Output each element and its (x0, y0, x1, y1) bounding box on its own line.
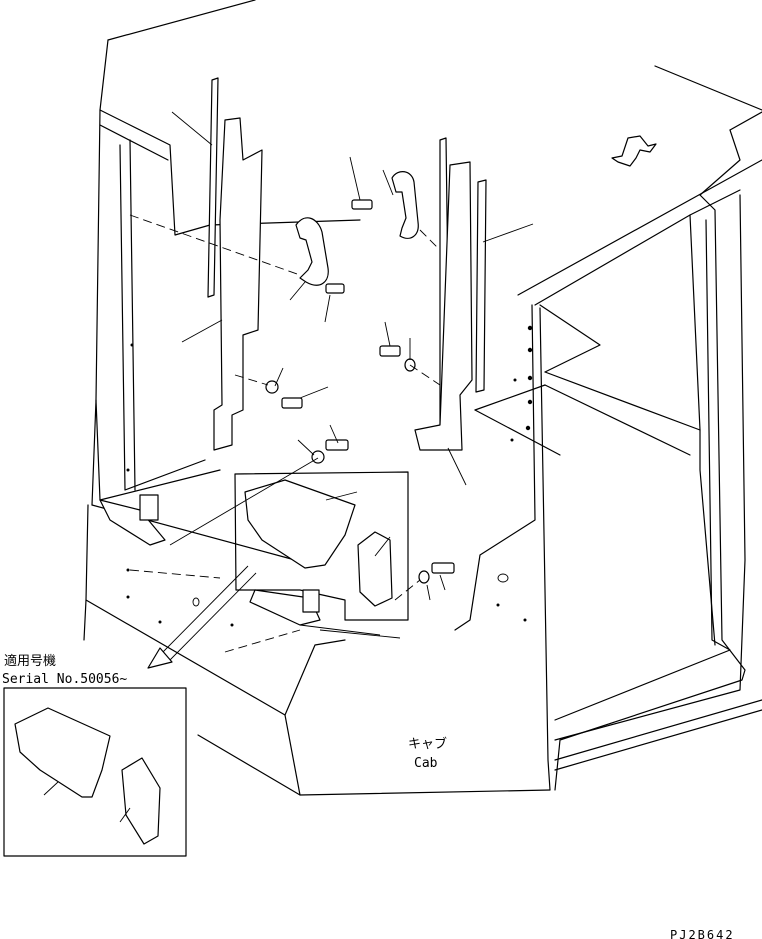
drawing-code: PJ2B642 (670, 928, 735, 939)
assembly-lines (129, 214, 441, 653)
pillar-holes (126, 325, 533, 627)
right-weather-strip (414, 137, 487, 451)
serial-number: Serial No.50056~ (2, 672, 127, 687)
serial-heading: 適用号機 (4, 653, 56, 669)
roof-clip (611, 135, 657, 167)
cab-body-outline (83, 0, 762, 796)
cab-label-en: Cab (414, 756, 438, 771)
lower-brackets (99, 494, 321, 626)
leader-lines (171, 111, 534, 601)
grab-handle-right (391, 171, 419, 239)
cover-inset-frame (234, 471, 409, 621)
detail-arrow (147, 565, 257, 669)
left-weather-strip (207, 77, 263, 451)
grab-handle-left (295, 217, 329, 286)
serial-detail-box (3, 687, 187, 857)
cab-label-jp: キャブ (408, 736, 447, 752)
